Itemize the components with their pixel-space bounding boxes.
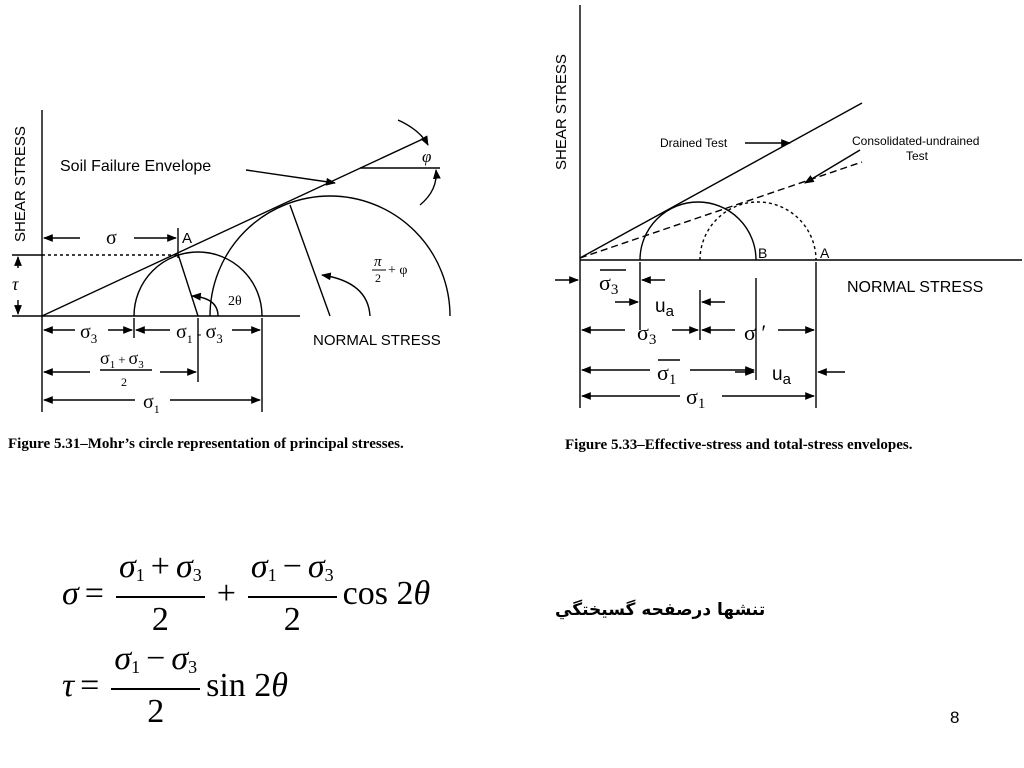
persian-note: تنشها درصفحه گسیختگي [555, 600, 766, 620]
dim-sigma3-label: σ3 [80, 321, 97, 346]
sigma3-total-label: σ3 [637, 320, 656, 348]
eq1-frac1: σ1+σ3 2 [115, 548, 205, 640]
diagrams-canvas: SHEAR STRESS NORMAL STRESS Soil Failure … [12, 5, 1022, 416]
drained-label: Drained Test [660, 136, 728, 150]
eq1-cos: cos 2 [342, 575, 414, 612]
radius-to-a [177, 253, 199, 317]
sigma1-bar-label: σ1 [657, 360, 676, 388]
two-theta-arc [191, 292, 219, 317]
effective-stress-labels: SHEAR STRESS NORMAL STRESS Drained Test … [553, 54, 983, 412]
eq2-sin: sin 2 [206, 667, 272, 704]
envelope-label-arrow [245, 169, 336, 186]
dim-sigma1-label: σ1 [143, 391, 160, 416]
point-b-label: B [758, 245, 767, 261]
phi-arc-lower [419, 169, 441, 206]
eq1-frac1-num: σ1+σ3 [115, 548, 205, 598]
point-a-label-right: A [820, 245, 830, 261]
left-x-axis-label: NORMAL STRESS [313, 332, 441, 349]
pi-label: π [374, 254, 382, 270]
dim-sum-denominator: 2 [121, 375, 127, 389]
eq1-lhs: σ [62, 575, 79, 612]
sigma1-total-label: σ1 [686, 384, 705, 412]
eq2-frac-num: σ1−σ3 [111, 640, 201, 690]
eq1-theta: θ [413, 575, 431, 612]
total-mohr-circle [699, 201, 817, 261]
phi-arc [397, 119, 429, 146]
eq2-lhs: τ [62, 667, 75, 704]
envelope-label: Soil Failure Envelope [60, 158, 211, 175]
dim-diff-label: σ1-σ3 [176, 321, 223, 346]
eq2-frac-den: 2 [147, 693, 165, 730]
page-number: 8 [950, 708, 960, 727]
left-figure-caption: Figure 5.31–Mohr’s circle representation… [8, 436, 404, 452]
left-y-axis-label: SHEAR STRESS [12, 126, 29, 242]
sigma-top-label: σ [106, 227, 117, 249]
eq1-frac2-num: σ1−σ3 [247, 548, 337, 598]
ua2-label: ua [772, 364, 792, 388]
effective-stress-figure [555, 5, 1022, 408]
phi-label: φ [422, 147, 431, 166]
large-mohr-circle [209, 195, 451, 317]
right-figure-caption: Figure 5.33–Effective-stress and total-s… [565, 437, 913, 453]
ua-label: ua [655, 296, 675, 320]
cu-label-arrow [804, 149, 861, 184]
mohr-labels: SHEAR STRESS NORMAL STRESS Soil Failure … [12, 126, 441, 416]
plus-phi-label: + φ [388, 263, 407, 278]
eq2-theta: θ [271, 667, 288, 704]
small-mohr-circle [133, 251, 263, 317]
two-theta-label: 2θ [228, 294, 242, 309]
pi-denominator: 2 [375, 271, 381, 285]
right-y-axis-label: SHEAR STRESS [553, 54, 570, 170]
sigma3-bar-label: σ3 [599, 270, 618, 298]
eq2-frac: σ1−σ3 2 [111, 640, 201, 732]
pi-phi-arc [321, 272, 371, 317]
eq1-frac2: σ1−σ3 2 [247, 548, 337, 640]
sigma-prime-label: σ ′ [744, 320, 766, 345]
right-x-axis-label: NORMAL STRESS [847, 279, 983, 296]
radius-large [289, 204, 331, 317]
eq1-frac2-den: 2 [283, 601, 301, 638]
eq1-equals: = [84, 575, 104, 612]
cu-envelope [579, 161, 863, 259]
cu-label-line1: Consolidated-undrained [852, 134, 979, 148]
mohr-circle-figure [12, 110, 451, 412]
cu-label-line2: Test [906, 149, 929, 163]
dim-sum-label: σ1+σ3 [100, 348, 144, 371]
tau-label: τ [12, 274, 19, 294]
effective-mohr-circle [639, 201, 757, 261]
eq2-equals: = [80, 667, 100, 704]
eq1-plus: + [216, 575, 236, 612]
point-a-label: A [182, 230, 192, 247]
eq1-frac1-den: 2 [151, 601, 169, 638]
drained-envelope [579, 102, 863, 259]
